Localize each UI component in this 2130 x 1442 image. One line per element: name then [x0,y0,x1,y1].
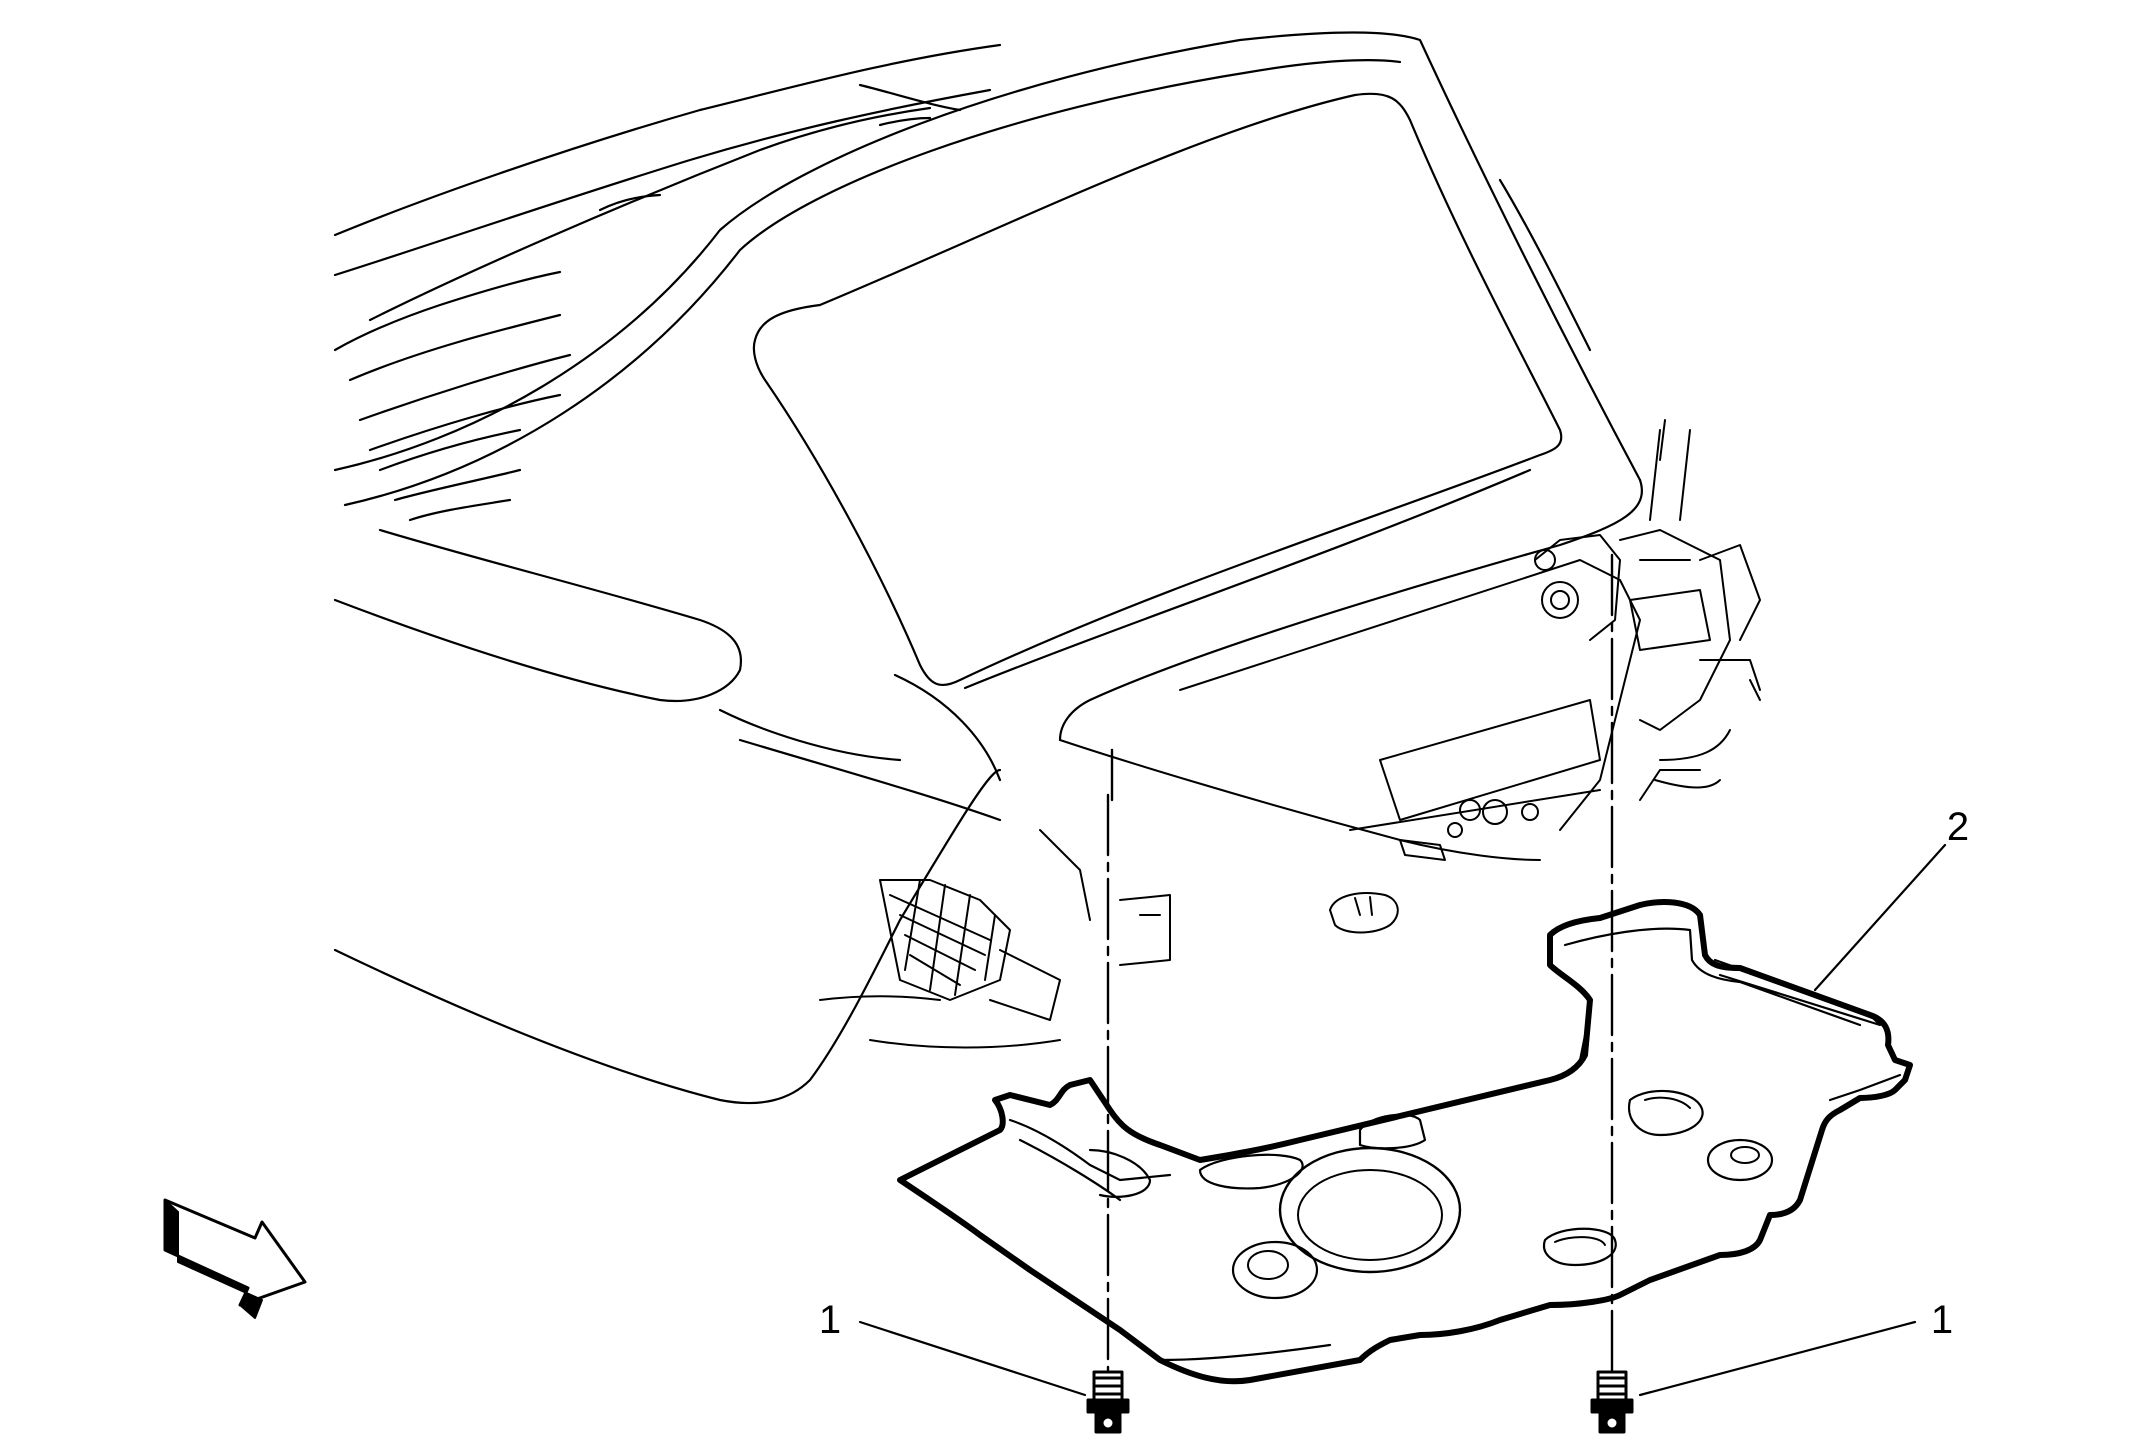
lower-structure [819,419,1761,1049]
harness-clip [1329,892,1399,934]
center-drain-hole [1278,1146,1462,1274]
forward-arrow-icon [163,1198,307,1319]
installation-lines [1106,553,1614,1372]
callout-label-panel: 2 [1947,805,1969,849]
closeout-panel [897,899,1913,1385]
callout-label-fastener-right: 1 [1931,1298,1953,1342]
callout-leaders [858,843,1947,1397]
glovebox-panel [752,92,1563,687]
fastener-left [1086,1370,1130,1434]
fastener-right [1590,1370,1634,1434]
instrument-panel [333,31,1643,1105]
callout-label-fastener-left: 1 [819,1298,841,1342]
